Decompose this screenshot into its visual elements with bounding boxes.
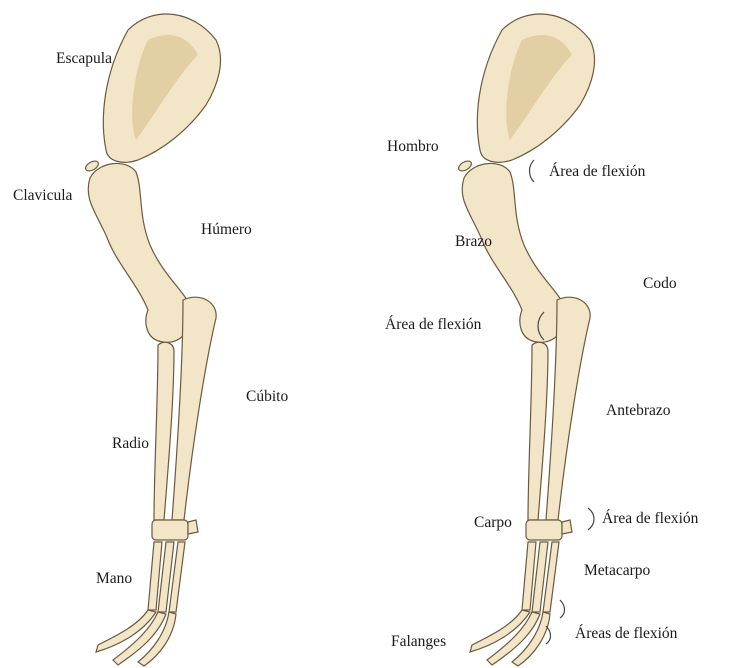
shoulder-flexion-arrow xyxy=(530,160,535,182)
left-limb-bones xyxy=(88,14,220,666)
label-carpo: Carpo xyxy=(474,515,512,531)
carpus-flexion-arrow xyxy=(588,508,594,530)
label-cubito: Cúbito xyxy=(246,389,288,405)
label-areas-flexion-digits: Áreas de flexión xyxy=(575,626,677,642)
label-area-flexion-elbow: Área de flexión xyxy=(385,317,481,333)
right-limb-bones xyxy=(462,14,594,666)
label-escapula: Escapula xyxy=(56,51,112,67)
label-hombro: Hombro xyxy=(387,139,439,155)
label-clavicula: Clavicula xyxy=(13,188,72,204)
label-radio: Radio xyxy=(112,436,149,452)
label-area-flexion-carpus: Área de flexión xyxy=(602,511,698,527)
label-antebrazo: Antebrazo xyxy=(606,403,671,419)
label-brazo: Brazo xyxy=(455,234,492,250)
label-mano: Mano xyxy=(96,571,132,587)
digit-flexion-arrow-upper xyxy=(560,600,565,618)
label-codo: Codo xyxy=(643,276,677,292)
label-area-flexion-shoulder: Área de flexión xyxy=(549,164,645,180)
label-metacarpo: Metacarpo xyxy=(584,563,650,579)
label-humero: Húmero xyxy=(201,222,252,238)
label-falanges: Falanges xyxy=(391,634,446,650)
